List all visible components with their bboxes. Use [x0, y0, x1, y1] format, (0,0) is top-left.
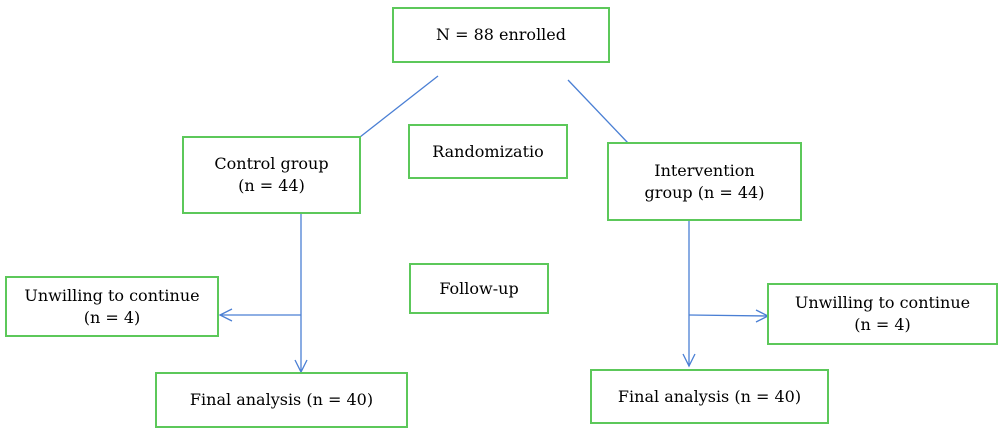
- final-analysis-right-label: Final analysis (n = 40): [617, 386, 802, 406]
- control-label: Control group: [214, 154, 329, 173]
- control-group-box: Control group (n = 44): [182, 136, 361, 214]
- intervention-down-arrow: [682, 353, 696, 368]
- unwilling-left-arrow: [218, 308, 233, 322]
- unwilling-left-count: (n = 4): [83, 307, 141, 327]
- unwilling-right-count: (n = 4): [854, 315, 911, 334]
- unwilling-left-label: Unwilling to continue: [24, 285, 200, 305]
- followup-box: Follow-up: [409, 263, 549, 314]
- enrolled-label: N = 88 enrolled: [435, 25, 567, 44]
- enrolled-to-intervention-line: [567, 79, 629, 144]
- unwilling-right-label: Unwilling to continue: [794, 293, 971, 312]
- followup-label: Follow-up: [439, 278, 519, 298]
- intervention-label: Intervention: [654, 160, 755, 180]
- enrolled-to-control-line: [359, 75, 439, 138]
- intervention-branch-line: [688, 314, 769, 317]
- enrolled-box: N = 88 enrolled: [392, 7, 610, 63]
- unwilling-right-box: Unwilling to continue (n = 4): [767, 283, 998, 345]
- intervention-count: group (n = 44): [644, 182, 765, 202]
- intervention-group-box: Intervention group (n = 44): [607, 142, 802, 221]
- randomization-box: Randomizatio: [408, 124, 568, 179]
- randomization-label: Randomizatio: [432, 141, 544, 161]
- final-analysis-left-label: Final analysis (n = 40): [189, 390, 374, 409]
- unwilling-left-box: Unwilling to continue (n = 4): [5, 276, 219, 337]
- final-analysis-left-box: Final analysis (n = 40): [155, 372, 408, 428]
- control-count: (n = 44): [238, 176, 305, 195]
- final-analysis-right-box: Final analysis (n = 40): [590, 369, 829, 424]
